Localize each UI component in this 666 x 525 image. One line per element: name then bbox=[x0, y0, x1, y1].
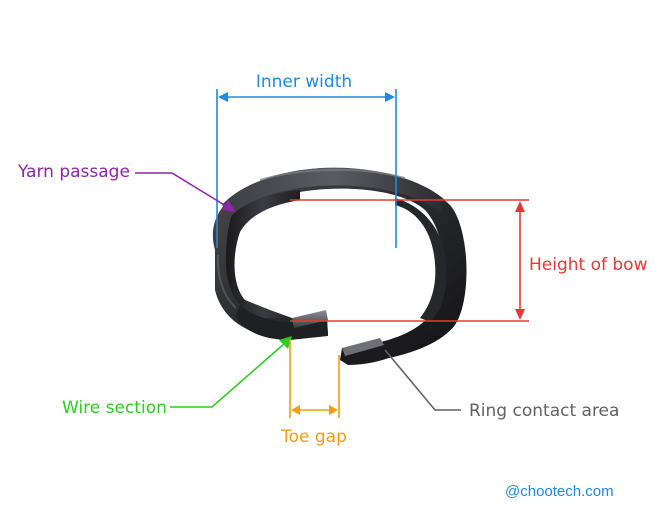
ring-contact-area-annotation bbox=[384, 349, 461, 411]
wire-section-arrowhead bbox=[279, 336, 292, 349]
yarn-passage-arrowhead bbox=[222, 200, 236, 212]
toe-gap-annotation bbox=[289, 340, 340, 418]
height-of-bow-arrow-bottom bbox=[515, 309, 525, 320]
traveller-ring bbox=[212, 167, 467, 365]
inner-width-annotation bbox=[216, 89, 397, 248]
traveller-toe-highlight bbox=[292, 310, 328, 328]
ring-contact-area-label: Ring contact area bbox=[469, 401, 619, 421]
wire-section-leader-line bbox=[170, 342, 286, 408]
wire-section-annotation bbox=[170, 336, 292, 408]
traveller-glint bbox=[259, 168, 406, 181]
traveller-toe-right-highlight bbox=[342, 338, 384, 356]
toe-gap-label: Toe gap bbox=[280, 427, 347, 447]
height-of-bow-label: Height of bow bbox=[529, 255, 648, 275]
traveller-right-wall bbox=[395, 198, 447, 322]
traveller-toe-right bbox=[340, 334, 420, 365]
wire-section-label: Wire section bbox=[62, 398, 167, 418]
toe-gap-arrow-left bbox=[291, 405, 300, 415]
inner-width-arrow-left bbox=[218, 92, 228, 102]
inner-width-label: Inner width bbox=[256, 72, 352, 92]
watermark: @chootech.com bbox=[505, 483, 614, 500]
yarn-passage-leader-line bbox=[135, 172, 227, 207]
traveller-glint-side bbox=[216, 254, 237, 309]
traveller-top-face bbox=[222, 167, 445, 215]
toe-gap-arrow-right bbox=[329, 405, 338, 415]
traveller-inner-surface bbox=[226, 190, 300, 318]
yarn-passage-annotation bbox=[135, 172, 236, 212]
height-of-bow-arrow-top bbox=[515, 201, 525, 212]
traveller-toe-left bbox=[236, 305, 328, 340]
yarn-passage-label: Yarn passage bbox=[17, 162, 130, 182]
ring-contact-area-leader-line bbox=[384, 349, 461, 411]
inner-width-arrow-right bbox=[385, 92, 395, 102]
height-of-bow-annotation bbox=[290, 199, 529, 322]
